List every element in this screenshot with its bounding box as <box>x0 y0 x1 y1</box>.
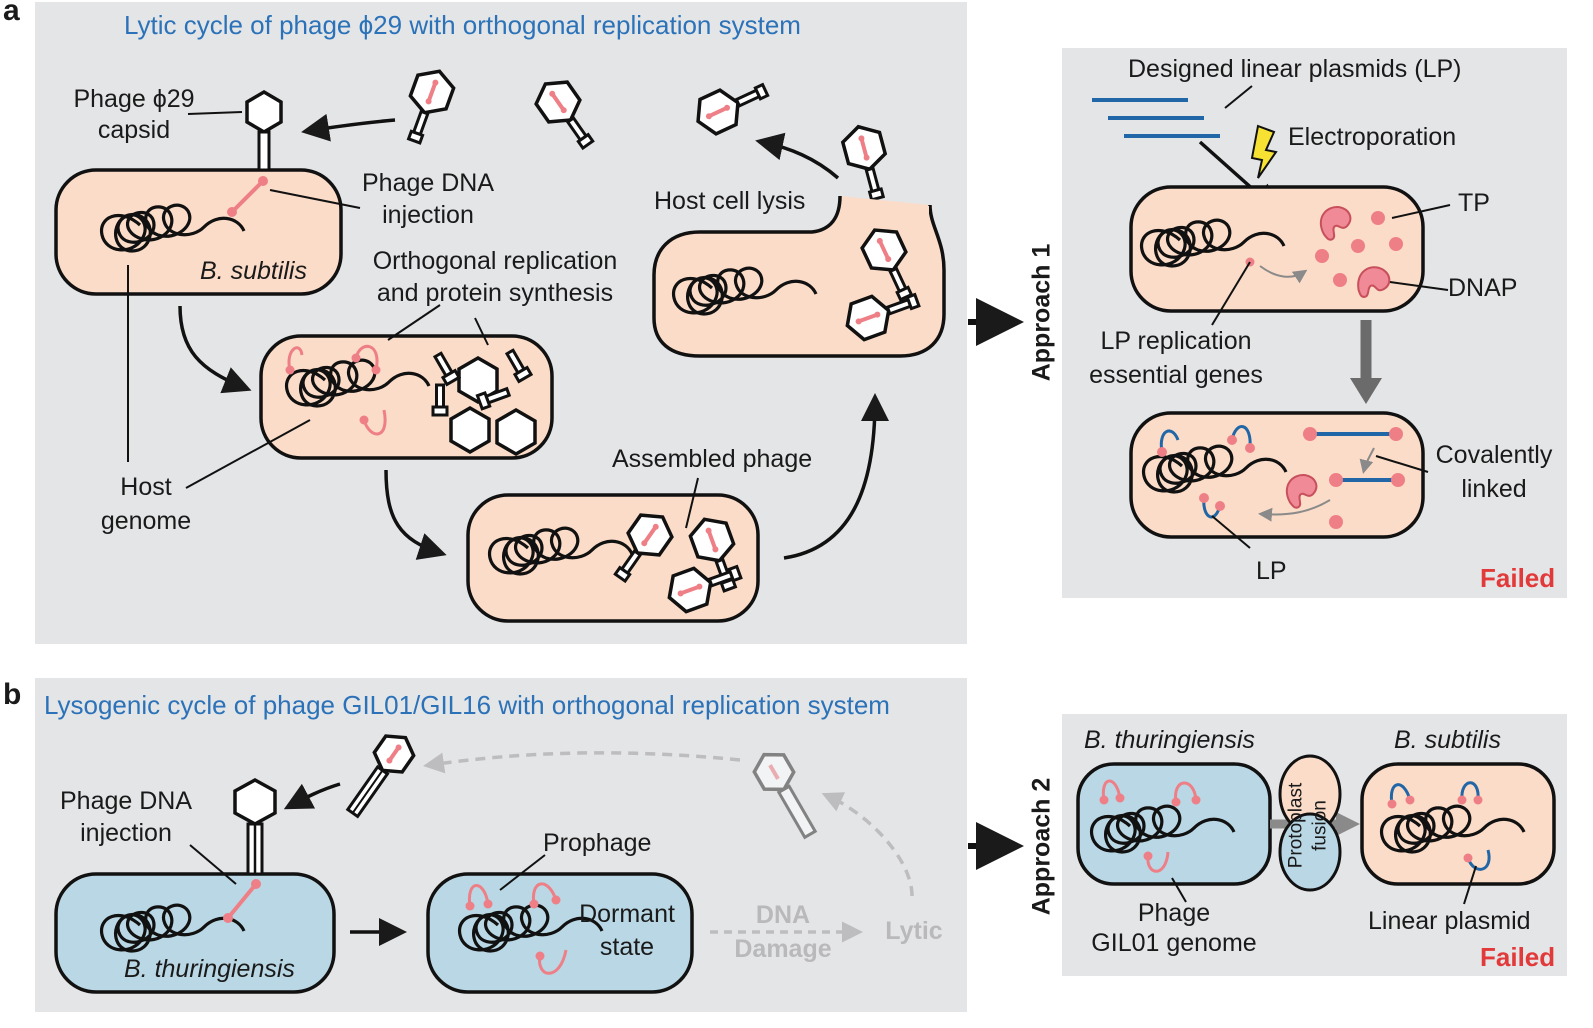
label-dna-damage-2: Damage <box>734 935 832 963</box>
label-phage-genome-2: GIL01 genome <box>1091 929 1257 957</box>
phage-gil-capsid-icon <box>233 778 277 876</box>
phage-capsid-icon <box>245 89 283 172</box>
label-dormant-2: state <box>599 933 655 961</box>
cell-prophage-dormant <box>426 872 694 994</box>
label-failed-approach2: Failed <box>1480 942 1556 972</box>
label-phage-genome-1: Phage <box>1137 899 1211 927</box>
panel-letter-b: b <box>3 678 22 711</box>
label-injection-b-2: injection <box>80 819 172 847</box>
label-approach-1: Approach 1 <box>1027 243 1056 382</box>
label-dnap: DNAP <box>1448 274 1518 302</box>
label-capsid-2: capsid <box>97 116 171 144</box>
label-host-genome-1: Host <box>120 473 172 501</box>
label-host-lysis: Host cell lysis <box>654 187 806 215</box>
label-injection-b-1: Phage DNA <box>59 787 193 815</box>
label-designed-lp: Designed linear plasmids (LP) <box>1128 55 1462 83</box>
label-prophage: Prophage <box>543 829 652 857</box>
label-tp: TP <box>1458 189 1490 217</box>
label-linear-plasmid: Linear plasmid <box>1368 907 1531 935</box>
label-protoplast-fusion-2: fusion <box>1309 800 1331 851</box>
label-lp-genes-1: LP replication <box>1100 327 1252 355</box>
label-covalent-1: Covalently <box>1435 441 1553 469</box>
label-species-right: B. subtilis <box>1394 726 1501 754</box>
cell-approach2-subtilis <box>1360 762 1556 886</box>
label-bsubtilis: B. subtilis <box>200 257 307 285</box>
label-dormant-1: Dormant <box>579 900 675 928</box>
label-lytic: Lytic <box>885 917 943 945</box>
label-injection-a-2: injection <box>382 201 474 229</box>
label-species-left: B. thuringiensis <box>1084 726 1255 754</box>
label-electroporation: Electroporation <box>1288 123 1457 151</box>
label-orthogonal-2: and protein synthesis <box>376 279 614 307</box>
label-injection-a-1: Phage DNA <box>361 169 495 197</box>
label-assembled-phage: Assembled phage <box>612 445 813 473</box>
label-lp-genes-2: essential genes <box>1089 361 1263 389</box>
panel-b-title: Lysogenic cycle of phage GIL01/GIL16 wit… <box>44 690 890 720</box>
label-capsid-1: Phage ϕ29 <box>73 85 195 113</box>
label-failed-approach1: Failed <box>1480 563 1556 593</box>
label-orthogonal-1: Orthogonal replication <box>372 247 618 275</box>
label-bthuringiensis: B. thuringiensis <box>124 955 295 983</box>
panel-letter-a: a <box>3 0 20 27</box>
label-dna-damage-1: DNA <box>755 901 811 929</box>
label-approach-2: Approach 2 <box>1027 777 1056 916</box>
lightning-bolt-icon <box>1250 124 1278 179</box>
label-lp: LP <box>1256 557 1287 585</box>
label-host-genome-2: genome <box>100 507 192 535</box>
panel-a-title: Lytic cycle of phage ϕ29 with orthogonal… <box>124 10 801 40</box>
label-covalent-2: linked <box>1461 475 1527 503</box>
protoplast-fusion-cells <box>1278 754 1342 892</box>
